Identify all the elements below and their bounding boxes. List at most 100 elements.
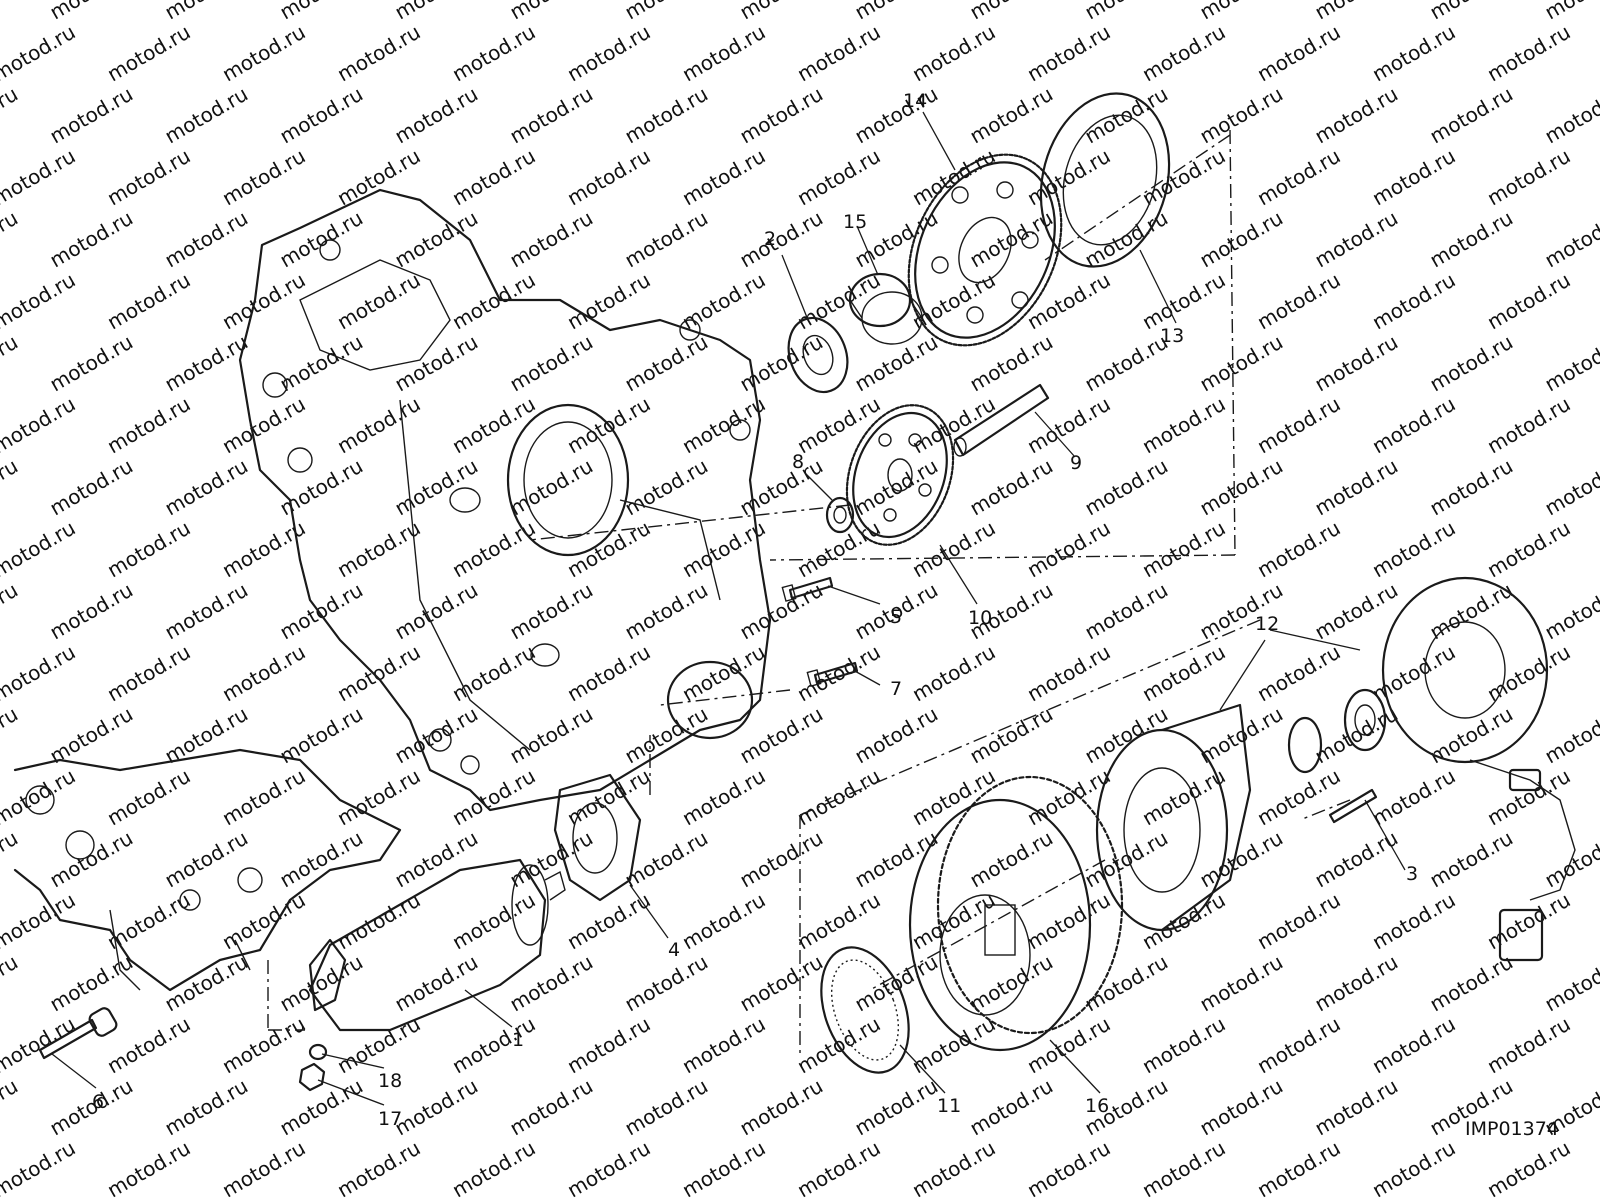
watermark-text: motod.ru	[0, 1074, 22, 1141]
watermark-text: motod.ru	[391, 454, 482, 521]
callout-18: 18	[378, 1070, 402, 1092]
watermark-text: motod.ru	[851, 826, 942, 893]
watermark-text: motod.ru	[161, 950, 252, 1017]
callout-9: 9	[1070, 452, 1082, 474]
watermark-text: motod.ru	[448, 640, 539, 707]
watermark-text: motod.ru	[1311, 1074, 1402, 1141]
watermark-text: motod.ru	[1023, 640, 1114, 707]
watermark-text: motod.ru	[333, 516, 424, 583]
watermark-text: motod.ru	[1541, 950, 1600, 1017]
watermark-text: motod.ru	[1081, 0, 1172, 24]
watermark-text: motod.ru	[1081, 578, 1172, 645]
watermark-text: motod.ru	[1081, 702, 1172, 769]
watermark-text: motod.ru	[1311, 826, 1402, 893]
watermark-text: motod.ru	[678, 764, 769, 831]
watermark-text: motod.ru	[218, 640, 309, 707]
watermark-text: motod.ru	[161, 82, 252, 149]
watermark-text: motod.ru	[793, 20, 884, 87]
part-2-seal	[787, 316, 849, 394]
watermark-text: motod.ru	[1196, 454, 1287, 521]
watermark-text: motod.ru	[1023, 20, 1114, 87]
watermark-text: motod.ru	[736, 950, 827, 1017]
watermark-text: motod.ru	[506, 454, 597, 521]
watermark-text: motod.ru	[1253, 1136, 1344, 1200]
watermark-text: motod.ru	[851, 82, 942, 149]
watermark-text: motod.ru	[563, 640, 654, 707]
watermark-text: motod.ru	[966, 826, 1057, 893]
watermark-text: motod.ru	[1483, 1012, 1574, 1079]
watermark-text: motod.ru	[103, 516, 194, 583]
watermark-text: motod.ru	[333, 1136, 424, 1200]
watermark-text: motod.ru	[736, 330, 827, 397]
watermark-text: motod.ru	[1311, 950, 1402, 1017]
watermark-text: motod.ru	[276, 826, 367, 893]
leader-lines	[51, 111, 1406, 1106]
watermark-text: motod.ru	[1196, 82, 1287, 149]
watermark-text: motod.ru	[1368, 392, 1459, 459]
watermark-text: motod.ru	[46, 82, 137, 149]
watermark-text: motod.ru	[46, 702, 137, 769]
watermark-text: motod.ru	[448, 144, 539, 211]
watermark-text: motod.ru	[1138, 640, 1229, 707]
watermark-text: motod.ru	[678, 20, 769, 87]
part-10-gear-small	[845, 404, 955, 546]
watermark-text: motod.ru	[333, 20, 424, 87]
watermark-text: motod.ru	[1196, 826, 1287, 893]
watermark-text: motod.ru	[0, 330, 22, 397]
watermark-text: motod.ru	[276, 0, 367, 24]
part-4-gasket	[553, 773, 642, 902]
watermark-text: motod.ru	[1311, 82, 1402, 149]
watermark-text: motod.ru	[1541, 702, 1600, 769]
watermark-text: motod.ru	[1081, 82, 1172, 149]
part-11-freewheel	[820, 946, 910, 1074]
watermark-text: motod.ru	[1138, 1136, 1229, 1200]
watermark-text: motod.ru	[563, 1136, 654, 1200]
watermark-text: motod.ru	[1368, 764, 1459, 831]
watermark-text: motod.ru	[333, 144, 424, 211]
watermark-text: motod.ru	[678, 1012, 769, 1079]
watermark-text: motod.ru	[851, 702, 942, 769]
watermark-text: motod.ru	[1081, 330, 1172, 397]
watermark-text: motod.ru	[0, 1136, 79, 1200]
part-8-washer	[825, 496, 855, 534]
watermark-text: motod.ru	[506, 1074, 597, 1141]
watermark-text: motod.ru	[1541, 578, 1600, 645]
watermark-text: motod.ru	[0, 516, 79, 583]
callout-14: 14	[903, 90, 927, 112]
watermark-text: motod.ru	[678, 640, 769, 707]
callout-8: 8	[792, 451, 804, 473]
watermark-text: motod.ru	[391, 826, 482, 893]
watermark-text: motod.ru	[0, 0, 22, 24]
watermark-text: motod.ru	[1368, 1012, 1459, 1079]
watermark-text: motod.ru	[621, 454, 712, 521]
part-3-screw	[1328, 788, 1378, 824]
watermark-text: motod.ru	[793, 516, 884, 583]
watermark-text: motod.ru	[161, 330, 252, 397]
watermark-text: motod.ru	[1483, 640, 1574, 707]
watermark-text: motod.ru	[1311, 0, 1402, 24]
watermark-text: motod.ru	[391, 0, 482, 24]
watermark-text: motod.ru	[1311, 454, 1402, 521]
watermark-text: motod.ru	[1023, 516, 1114, 583]
part-9-shaft	[953, 383, 1050, 457]
watermark-text: motod.ru	[736, 206, 827, 273]
watermark-text: motod.ru	[1253, 640, 1344, 707]
watermark-text: motod.ru	[161, 702, 252, 769]
part-7-screw	[806, 661, 859, 687]
watermark-text: motod.ru	[218, 268, 309, 335]
watermark-text: motod.ru	[793, 888, 884, 955]
watermark-text: motod.ru	[736, 454, 827, 521]
watermark-text: motod.ru	[1483, 268, 1574, 335]
watermark-text: motod.ru	[0, 640, 79, 707]
watermark-text: motod.ru	[908, 764, 999, 831]
watermark-text: motod.ru	[46, 950, 137, 1017]
watermark-text: motod.ru	[1368, 888, 1459, 955]
watermark-text: motod.ru	[563, 20, 654, 87]
watermark-text: motod.ru	[563, 888, 654, 955]
watermark-text: motod.ru	[966, 82, 1057, 149]
watermark-text: motod.ru	[793, 392, 884, 459]
watermark-text: motod.ru	[1138, 516, 1229, 583]
watermark-text: motod.ru	[966, 330, 1057, 397]
part-12-stator	[1381, 576, 1576, 962]
watermark-text: motod.ru	[1253, 20, 1344, 87]
